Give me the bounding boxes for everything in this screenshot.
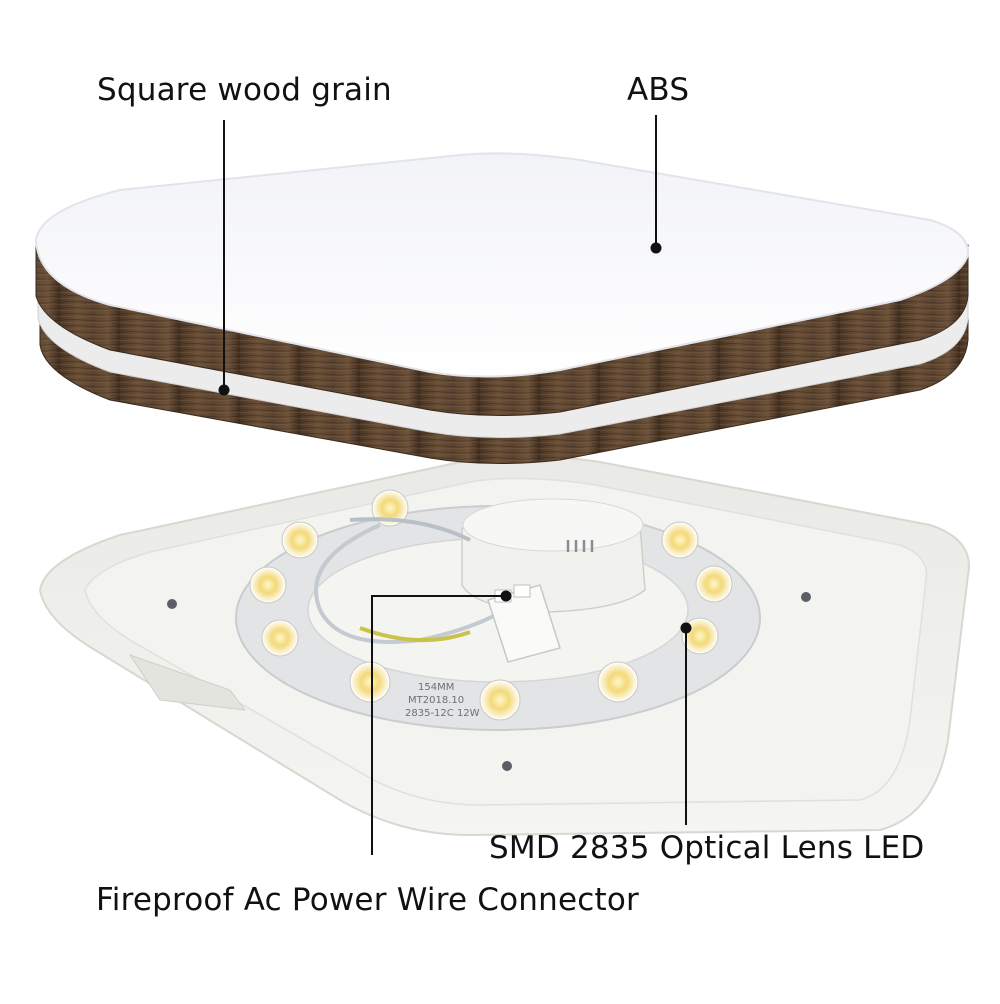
- led-driver-box: [461, 498, 646, 613]
- pcb-print-line1: 154MM: [418, 682, 454, 693]
- label-abs: ABS: [627, 72, 690, 108]
- label-smd-led: SMD 2835 Optical Lens LED: [489, 830, 925, 866]
- led-chip: [661, 521, 699, 559]
- led-chip: [479, 679, 521, 721]
- callout-abs: [650, 115, 662, 254]
- label-wire-connector: Fireproof Ac Power Wire Connector: [96, 882, 639, 918]
- led-chips: [249, 489, 733, 721]
- led-chip: [349, 661, 391, 703]
- wire-connector: [487, 584, 561, 663]
- led-chip: [695, 565, 733, 603]
- led-chip: [281, 521, 319, 559]
- led-chip: [371, 489, 409, 527]
- pcb-print-line3: 2835-12C 12W: [405, 708, 480, 719]
- pcb-print-line2: MT2018.10: [408, 695, 464, 706]
- callout-connector: [371, 590, 512, 855]
- lamp-body: [34, 152, 970, 465]
- led-chip: [597, 661, 639, 703]
- callout-led: [680, 622, 692, 825]
- led-chip: [261, 619, 299, 657]
- callout-wood-grain: [218, 120, 230, 396]
- led-chip: [249, 566, 287, 604]
- pcb-print: 154MM MT2018.10 2835-12C 12W: [405, 682, 480, 719]
- label-square-wood-grain: Square wood grain: [97, 72, 392, 108]
